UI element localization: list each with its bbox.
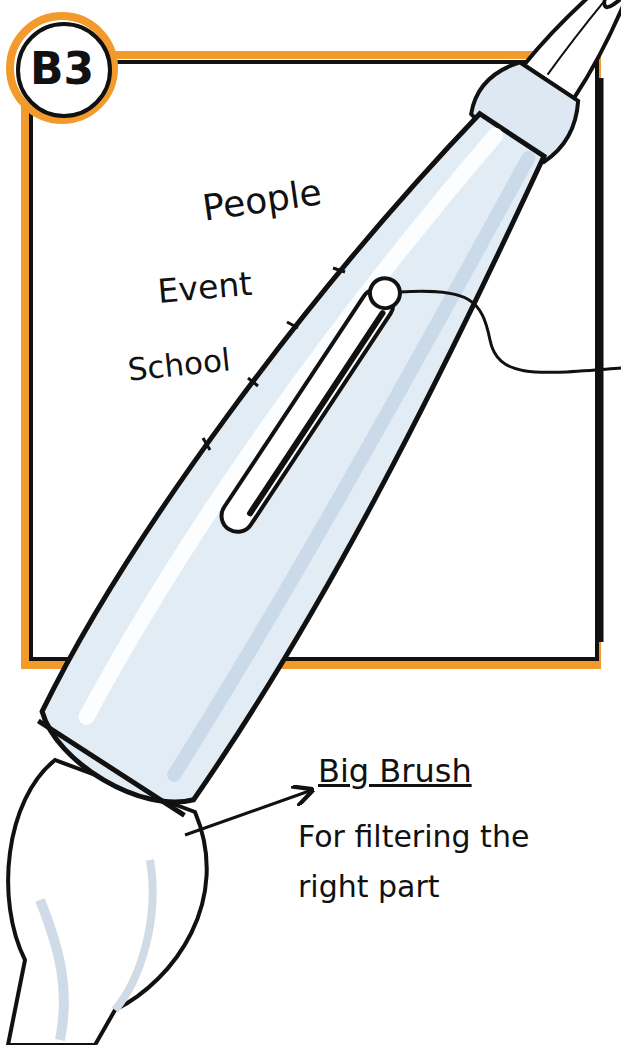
frame-shadow-edge (597, 78, 604, 642)
bristle-shade (40, 900, 64, 1040)
badge-circle: B3 (6, 12, 118, 124)
slider-button (364, 272, 406, 314)
brush (19, 0, 621, 828)
tick-mark (333, 268, 345, 272)
badge-text: B3 (6, 12, 118, 124)
part-name: Big Brush (318, 752, 472, 790)
slot-shadow (250, 313, 382, 513)
scale-label: Event (156, 264, 254, 311)
bristle-stroke (548, 0, 613, 79)
slider-slot (215, 283, 399, 538)
note: For filtering the right part (298, 812, 560, 912)
tick-mark (248, 378, 258, 386)
callout-arrow (185, 790, 312, 835)
handle-ring (38, 719, 184, 817)
handle-highlight (78, 119, 495, 728)
handle-shade (137, 158, 566, 775)
bristle-shade (115, 860, 153, 1010)
tick-mark (287, 322, 298, 328)
tick-mark (203, 438, 210, 450)
leader-line (400, 291, 621, 372)
brush-handle (19, 88, 597, 828)
